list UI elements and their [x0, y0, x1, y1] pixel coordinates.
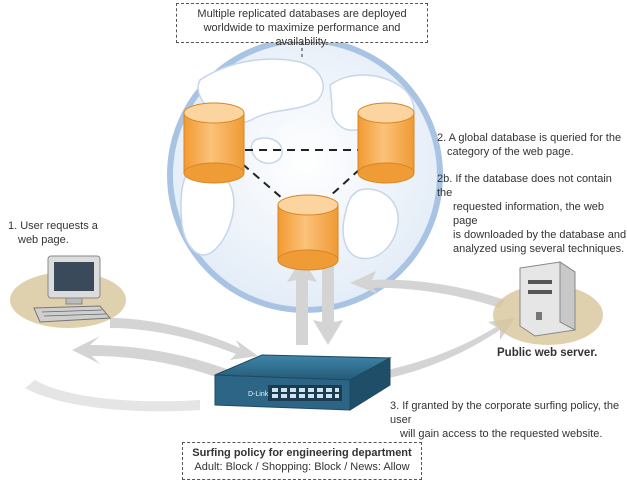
step-2b-text: 2b. If the database does not contain the… — [437, 172, 627, 256]
step-3-line-1: 3. If granted by the corporate surfing p… — [390, 400, 620, 426]
top-note-line-1: Multiple replicated databases are deploy… — [197, 8, 407, 20]
server-label: Public web server. — [497, 347, 598, 359]
step-2b-line-2: requested information, the web page — [453, 201, 605, 227]
step-2b-line-1: 2b. If the database does not contain the — [437, 173, 612, 199]
policy-rules: Adult: Block / Shopping: Block / News: A… — [194, 461, 410, 473]
arrow-device-to-server — [378, 318, 515, 380]
arrow-database-to-device — [313, 255, 343, 345]
step-2-line-2: category of the web page. — [447, 146, 574, 158]
step-2b-line-4: analyzed using several techniques. — [453, 243, 625, 255]
step-1-line-1: 1. User requests a — [8, 220, 98, 232]
user-pc — [10, 255, 126, 328]
step-2b-line-3: is downloaded by the database and — [453, 229, 627, 241]
arrow-server-to-database — [350, 271, 505, 308]
arrow-device-to-pc — [72, 336, 235, 382]
policy-box: Surfing policy for engineering departmen… — [182, 442, 422, 480]
policy-title: Surfing policy for engineering departmen… — [192, 447, 412, 459]
arrow-left-outer — [25, 380, 200, 412]
step-2-text: 2. A global database is queried for the … — [437, 131, 627, 159]
database-center — [277, 194, 339, 271]
arrow-pc-to-device — [110, 318, 258, 360]
arrow-device-to-database — [287, 258, 317, 345]
database-left — [183, 102, 245, 184]
device-brand-label: D-Link — [248, 391, 269, 398]
top-note-box: Multiple replicated databases are deploy… — [176, 3, 428, 48]
database-right — [357, 102, 415, 184]
step-3-line-2: will gain access to the requested websit… — [400, 428, 603, 440]
step-1-line-2: web page. — [18, 234, 69, 246]
step-2-line-1: 2. A global database is queried for the — [437, 132, 622, 144]
web-server — [493, 261, 603, 345]
step-1-text: 1. User requests a web page. — [8, 219, 118, 247]
dlink-device: D-Link — [214, 354, 392, 411]
flow-arrows — [25, 255, 515, 412]
top-note-line-2: worldwide to maximize performance and av… — [203, 22, 401, 48]
step-3-text: 3. If granted by the corporate surfing p… — [390, 399, 627, 441]
